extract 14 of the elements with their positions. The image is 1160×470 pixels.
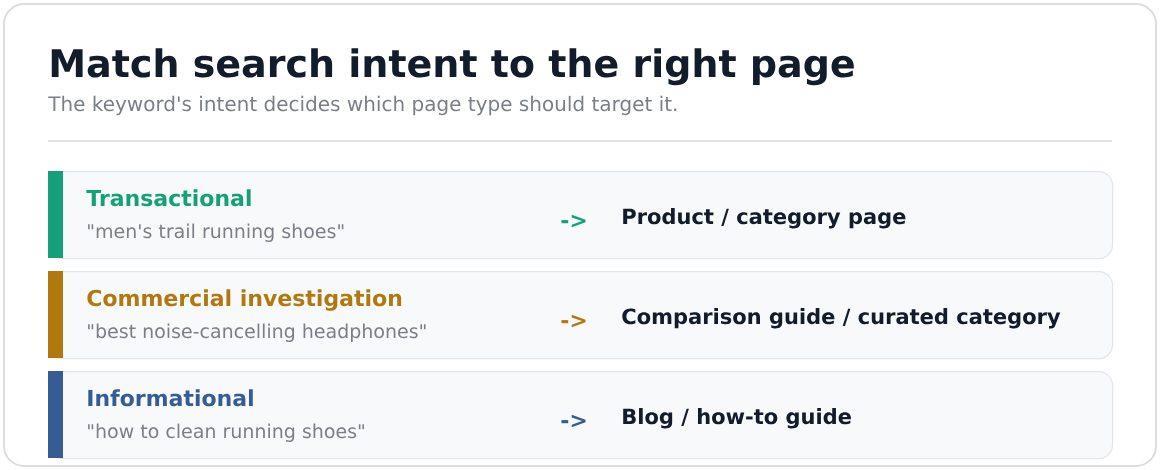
- page-type-label: Blog / how-to guide: [623, 408, 851, 429]
- page-type-label: Product / category page: [623, 208, 906, 229]
- example-query: "how to clean running shoes": [88, 423, 364, 442]
- arrow-text: ->: [561, 414, 586, 428]
- subtitle: The keyword's intent decides which page type should target it.: [48, 95, 677, 116]
- arrow-text: ->: [561, 314, 586, 328]
- example-query: "men's trail running shoes": [88, 223, 344, 242]
- intent-heading: Informational: [88, 389, 253, 407]
- intent-heading: Commercial investigation: [87, 289, 402, 311]
- title: Match search intent to the right page: [51, 48, 854, 86]
- intent-heading: Transactional: [86, 189, 251, 207]
- page-type-label: Comparison guide / curated category: [622, 308, 1061, 329]
- arrow-text: ->: [561, 214, 586, 228]
- example-query: "best noise-cancelling headphones": [88, 323, 426, 342]
